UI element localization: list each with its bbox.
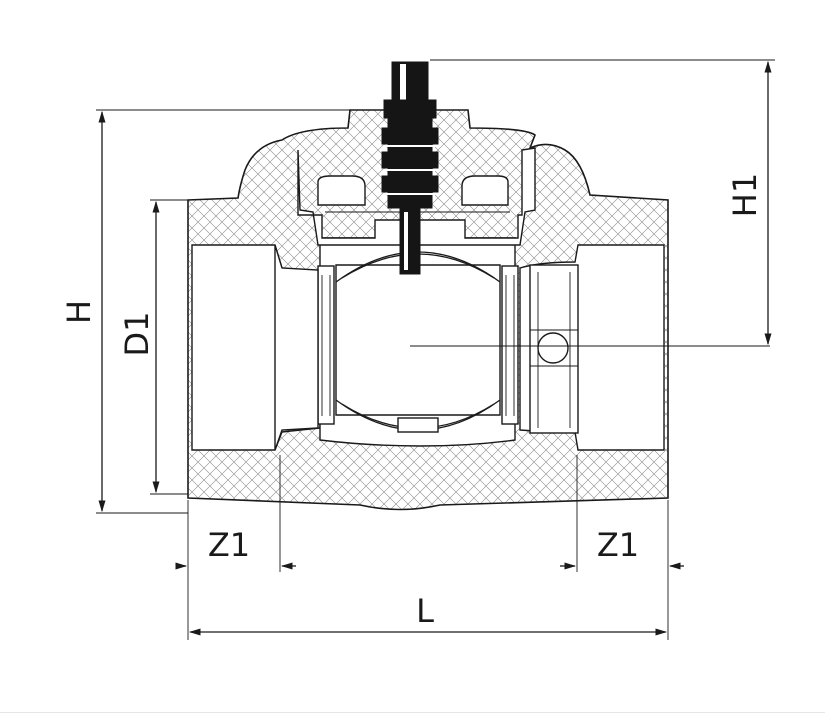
label-D1: D1 <box>118 312 156 357</box>
label-Z1-right: Z1 <box>597 526 639 564</box>
set-screw-circle <box>537 332 569 364</box>
stem-highlight <box>400 64 406 114</box>
valve-stem <box>381 61 439 275</box>
dimension-H: H <box>60 109 350 514</box>
dimension-H1: H1 <box>430 59 775 346</box>
dimension-Z1-right: Z1 <box>560 455 684 640</box>
left-union <box>274 244 319 451</box>
ball-bottom-slot <box>397 417 439 433</box>
dimension-D1: D1 <box>118 199 188 495</box>
valve-ball <box>317 251 519 433</box>
dimension-Z1-left: Z1 <box>175 455 296 572</box>
label-L: L <box>416 592 434 630</box>
label-H1: H1 <box>726 173 764 217</box>
left-seat <box>317 265 335 425</box>
label-H: H <box>60 300 98 324</box>
bottom-divider <box>0 712 825 713</box>
left-lug <box>317 175 366 206</box>
dimension-L: L <box>187 572 668 640</box>
label-Z1-left: Z1 <box>208 526 250 564</box>
right-lug <box>461 175 509 206</box>
right-union-nut <box>529 264 579 434</box>
right-seat <box>501 265 519 425</box>
